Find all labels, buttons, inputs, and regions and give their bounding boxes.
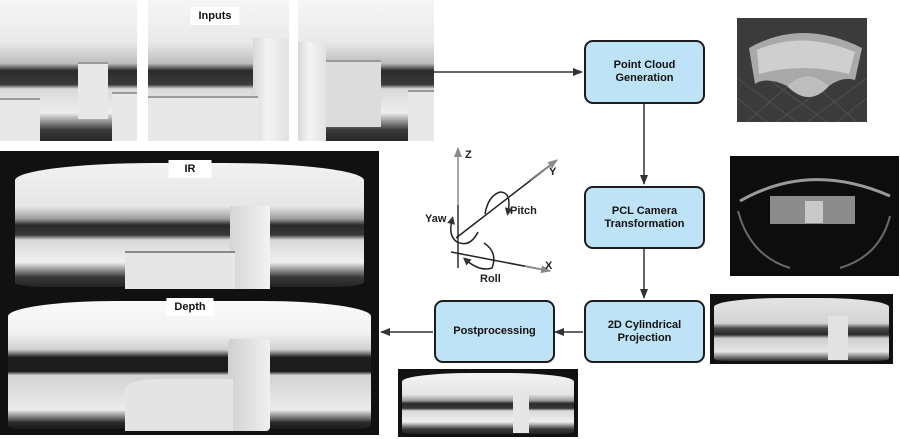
input-photo-center [148, 0, 289, 141]
pitch-label: Pitch [510, 205, 537, 217]
step-line-2: Transformation [604, 217, 685, 230]
ir-label: IR [168, 160, 212, 178]
point-cloud-image [737, 18, 867, 122]
cylindrical-projection-image [710, 294, 893, 364]
pcl-transformed-image [730, 156, 899, 276]
step-line-1: 2D Cylindrical [607, 318, 682, 331]
step-line-1: PCL Camera [611, 204, 678, 217]
postprocessing-box: Postprocessing [434, 300, 555, 363]
axes-diagram [447, 147, 558, 274]
step-line-2: Generation [615, 72, 674, 84]
y-axis-tip [529, 159, 558, 181]
inputs-label: Inputs [190, 7, 240, 25]
pcl-transformed-render [737, 178, 891, 269]
yaw-rotation-arrow [447, 216, 479, 245]
postprocessed-image [398, 369, 578, 437]
input-photo-left [0, 0, 137, 141]
input-photo-right [298, 0, 434, 141]
step-line-1: Postprocessing [453, 325, 536, 337]
step-line-2: Projection [617, 331, 672, 344]
roll-rotation-arrow [462, 242, 495, 270]
point-cloud-render [737, 33, 867, 122]
step-line-1: Point Cloud [613, 59, 676, 71]
depth-label: Depth [166, 298, 214, 316]
roll-label: Roll [480, 273, 501, 285]
z-axis-label: Z [465, 149, 472, 161]
x-axis-label: X [545, 260, 553, 272]
y-axis-label: Y [549, 166, 557, 178]
x-axis-tip [524, 265, 551, 274]
pitch-rotation-arrow [484, 191, 513, 216]
yaw-label: Yaw [425, 213, 447, 225]
